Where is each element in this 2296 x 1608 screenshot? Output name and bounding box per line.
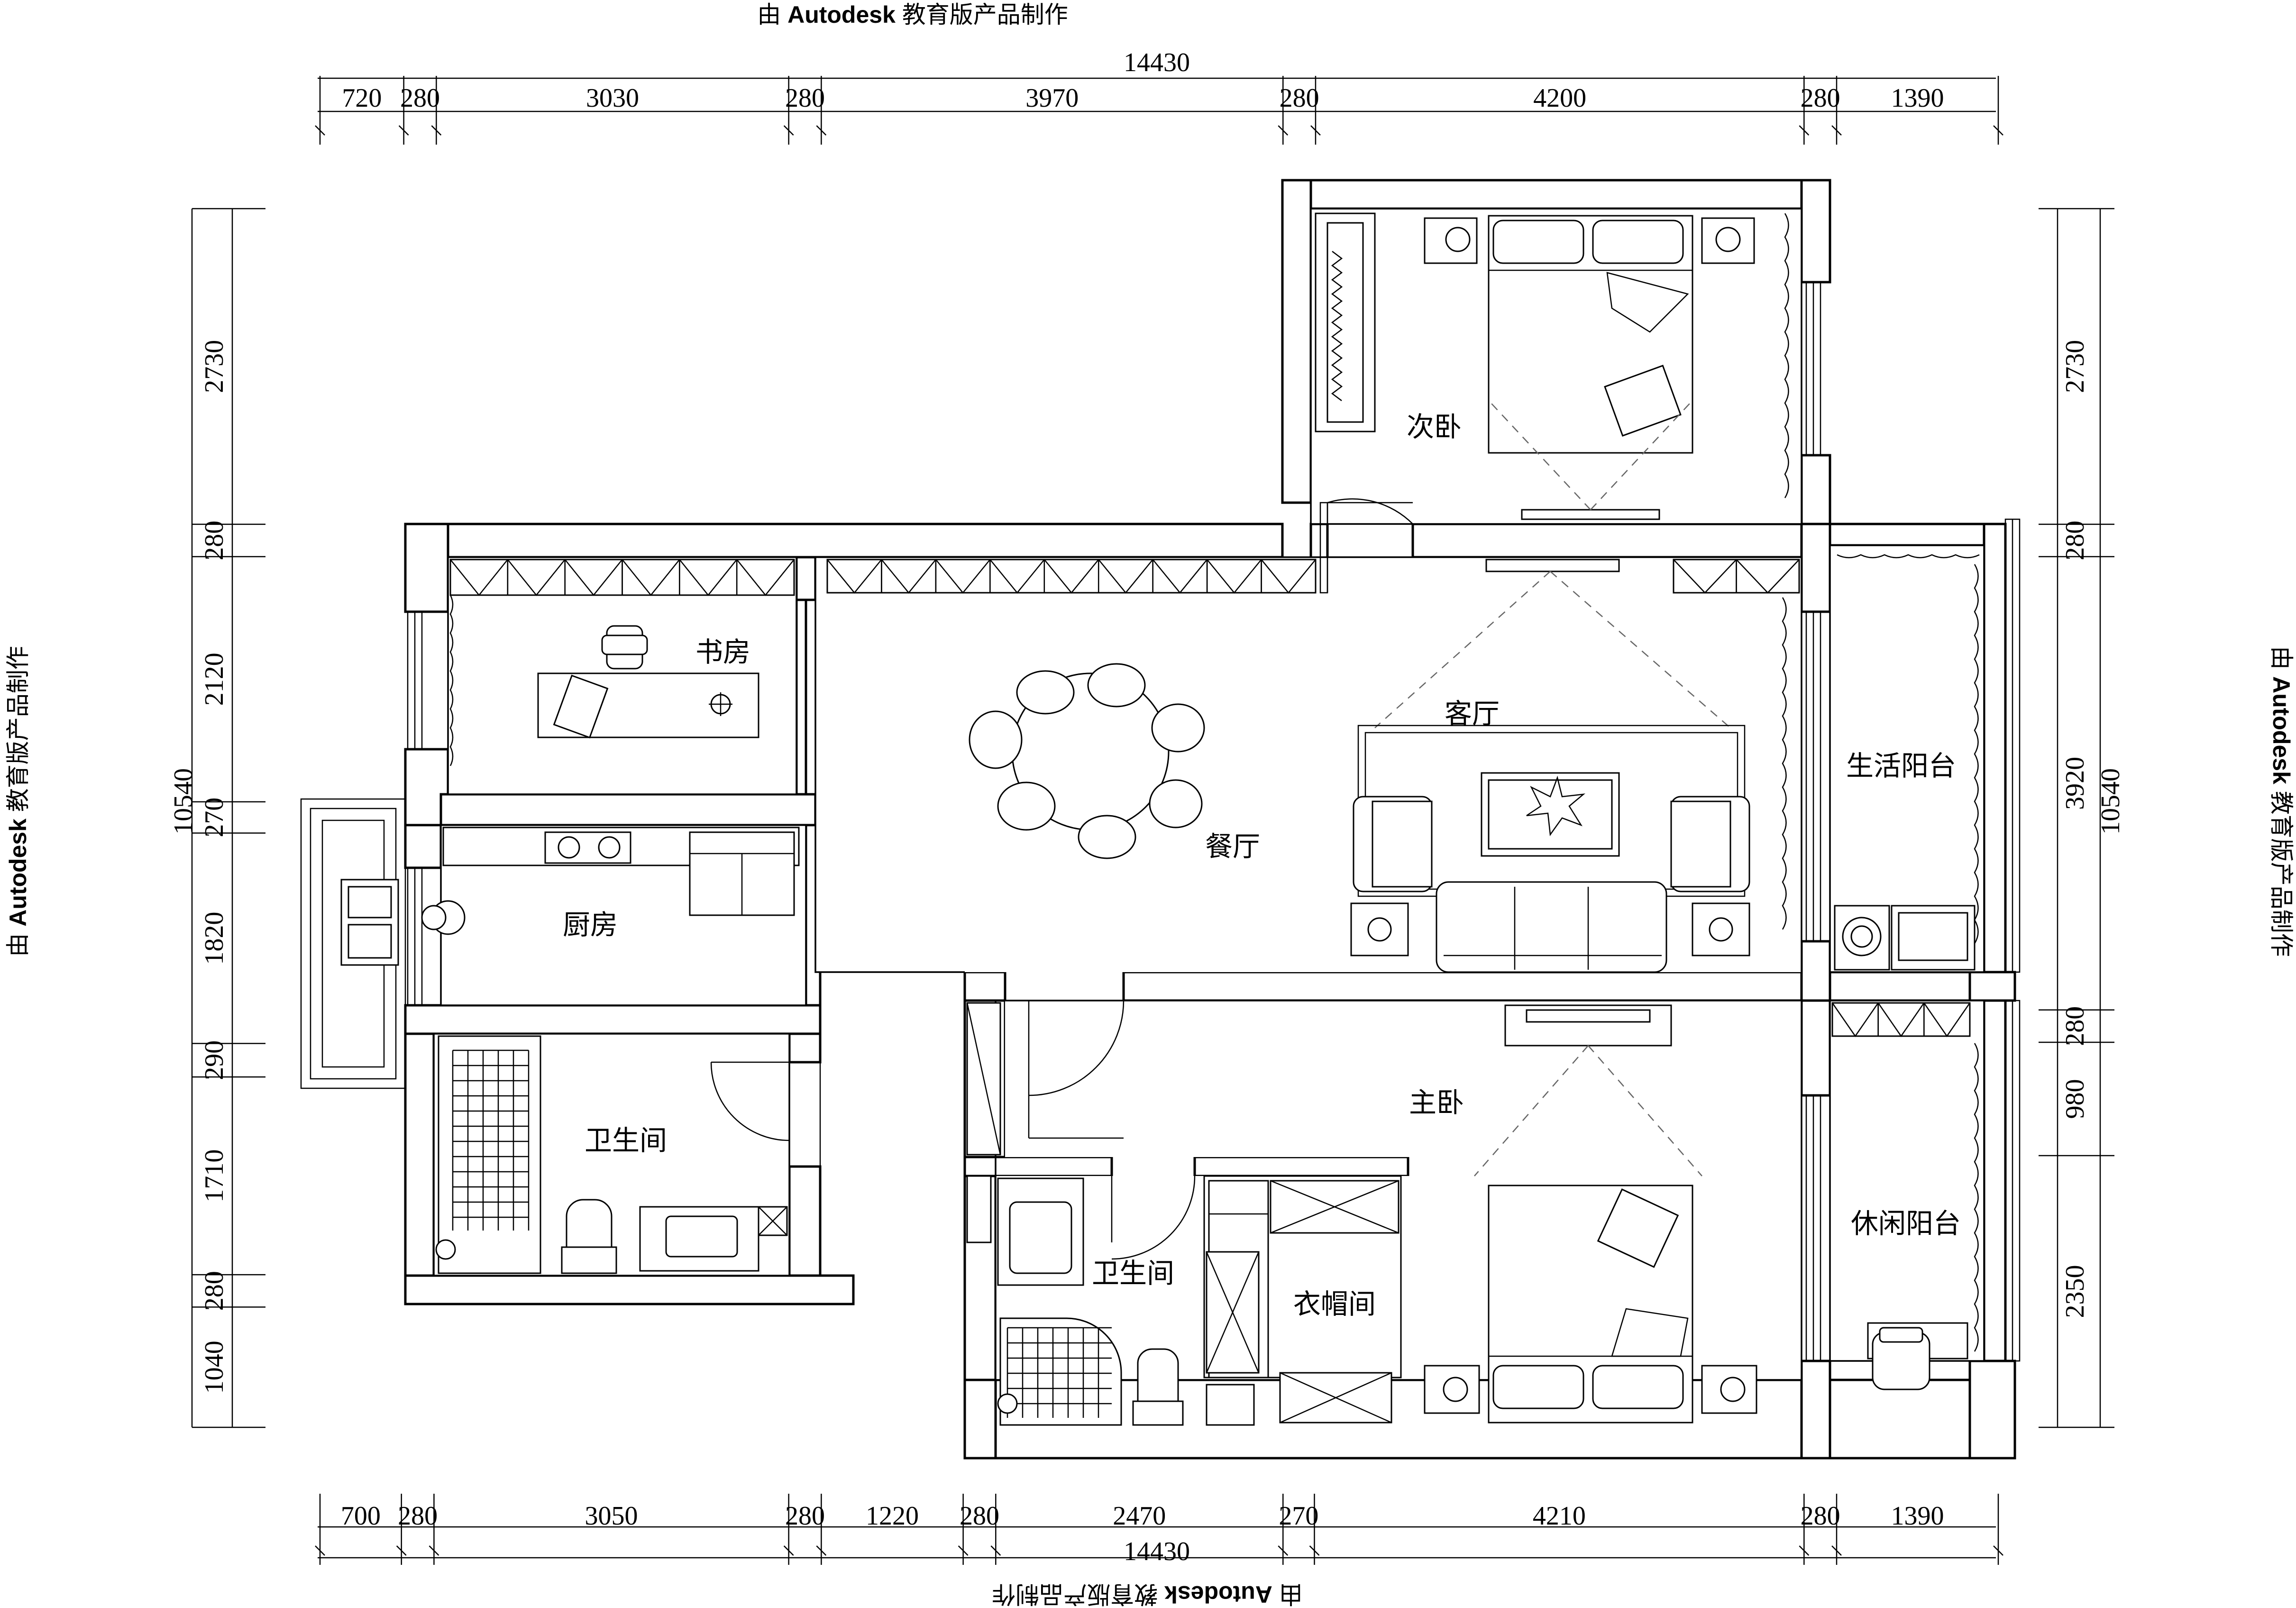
room-label-bathroom-right: 卫生间 xyxy=(1092,1257,1174,1289)
room-label-bathroom-left: 卫生间 xyxy=(585,1124,667,1157)
watermark-top: 由 Autodesk 教育版产品制作 xyxy=(757,1,1068,28)
dim-top-value: 280 xyxy=(1280,83,1319,113)
dim-bottom-slash xyxy=(1993,1545,2003,1556)
dim-right-total: 10540 xyxy=(2096,768,2125,835)
dim-right-value: 280 xyxy=(2060,521,2090,561)
dim-bottom-slash xyxy=(1309,1545,1320,1556)
dim-left-total: 10540 xyxy=(169,768,198,835)
watermark-left: 由 Autodesk 教育版产品制作 xyxy=(5,646,31,957)
dim-top-value: 3970 xyxy=(1025,83,1079,113)
dim-left-value: 280 xyxy=(200,521,229,561)
dim-top-slash xyxy=(1799,125,1810,136)
doors xyxy=(710,498,1413,1260)
dim-right-value: 280 xyxy=(2060,1006,2090,1046)
dim-right-value: 2350 xyxy=(2060,1265,2090,1318)
dim-bottom-slash xyxy=(783,1545,794,1556)
room-label-kitchen: 厨房 xyxy=(563,909,618,941)
dim-bottom-slash xyxy=(1831,1545,1842,1556)
inner-outlines xyxy=(433,208,1985,1381)
dim-top-value: 720 xyxy=(342,83,382,113)
watermark-right: 由 Autodesk 教育版产品制作 xyxy=(2268,646,2295,957)
dim-left-value: 1820 xyxy=(200,912,229,965)
dim-bottom-value: 1390 xyxy=(1891,1501,1944,1531)
dim-top-slash xyxy=(1831,125,1842,136)
room-label-utility-balcony: 生活阳台 xyxy=(1846,750,1956,782)
dim-top-total: 14430 xyxy=(1124,48,1190,77)
dim-left-value: 270 xyxy=(200,798,229,837)
dim-top-value: 3030 xyxy=(586,83,639,113)
dim-bottom-slash xyxy=(990,1545,1001,1556)
dim-bottom-total: 14430 xyxy=(1124,1537,1190,1566)
dim-bottom-value: 4210 xyxy=(1533,1501,1586,1531)
dim-bottom-slash xyxy=(1278,1545,1289,1556)
dim-bottom-slash xyxy=(1799,1545,1810,1556)
room-label-study: 书房 xyxy=(695,636,750,668)
room-label-master-bedroom: 主卧 xyxy=(1409,1086,1464,1119)
room-label-second-bedroom: 次卧 xyxy=(1407,411,1462,443)
room-label-walk-in-closet: 衣帽间 xyxy=(1293,1288,1376,1320)
dim-bottom-value: 270 xyxy=(1279,1501,1318,1531)
dim-bottom-slash xyxy=(396,1545,407,1556)
dim-top-slash xyxy=(431,125,442,136)
dim-right-value: 3920 xyxy=(2060,757,2090,810)
dim-top-slash xyxy=(315,125,325,136)
dim-right-value: 980 xyxy=(2060,1079,2090,1119)
dim-top-value: 1390 xyxy=(1891,83,1944,113)
dim-left-value: 280 xyxy=(200,1271,229,1311)
dim-top-slash xyxy=(1993,125,2003,136)
dim-top-slash xyxy=(398,125,409,136)
dim-bottom-value: 280 xyxy=(960,1501,999,1531)
dim-top-slash xyxy=(816,125,827,136)
dim-left-value: 1040 xyxy=(200,1341,229,1394)
dim-bottom-slash xyxy=(816,1545,827,1556)
dim-bottom-value: 280 xyxy=(1801,1501,1840,1531)
dim-bottom-value: 1220 xyxy=(866,1501,919,1531)
dimension-lines xyxy=(191,76,2114,1565)
dim-right-value: 2730 xyxy=(2060,340,2090,393)
dim-bottom-slash xyxy=(958,1545,969,1556)
dim-top-slash xyxy=(783,125,794,136)
dim-top-slash xyxy=(1278,125,1289,136)
dim-bottom-value: 280 xyxy=(785,1501,825,1531)
furniture xyxy=(340,212,1980,1426)
dim-bottom-value: 3050 xyxy=(585,1501,638,1531)
dim-left-value: 1710 xyxy=(200,1149,229,1203)
dim-bottom-slash xyxy=(315,1545,325,1556)
dim-top-value: 280 xyxy=(400,83,440,113)
dim-top-slash xyxy=(1310,125,1321,136)
dim-bottom-value: 700 xyxy=(341,1501,381,1531)
room-label-dining-room: 餐厅 xyxy=(1205,830,1260,863)
dim-left-value: 290 xyxy=(200,1040,229,1080)
dim-top-value: 280 xyxy=(1801,83,1840,113)
dim-bottom-slash xyxy=(429,1545,439,1556)
dim-bottom-value: 280 xyxy=(398,1501,438,1531)
dim-top-value: 4200 xyxy=(1533,83,1586,113)
room-label-leisure-balcony: 休闲阳台 xyxy=(1851,1207,1961,1240)
dim-top-value: 280 xyxy=(785,83,825,113)
dim-left-value: 2730 xyxy=(200,340,229,393)
watermark-bottom: 由 Autodesk 教育版产品制作 xyxy=(992,1581,1303,1608)
dim-left-value: 2120 xyxy=(200,652,229,706)
dim-bottom-value: 2470 xyxy=(1113,1501,1166,1531)
room-label-living-room: 客厅 xyxy=(1445,698,1500,730)
